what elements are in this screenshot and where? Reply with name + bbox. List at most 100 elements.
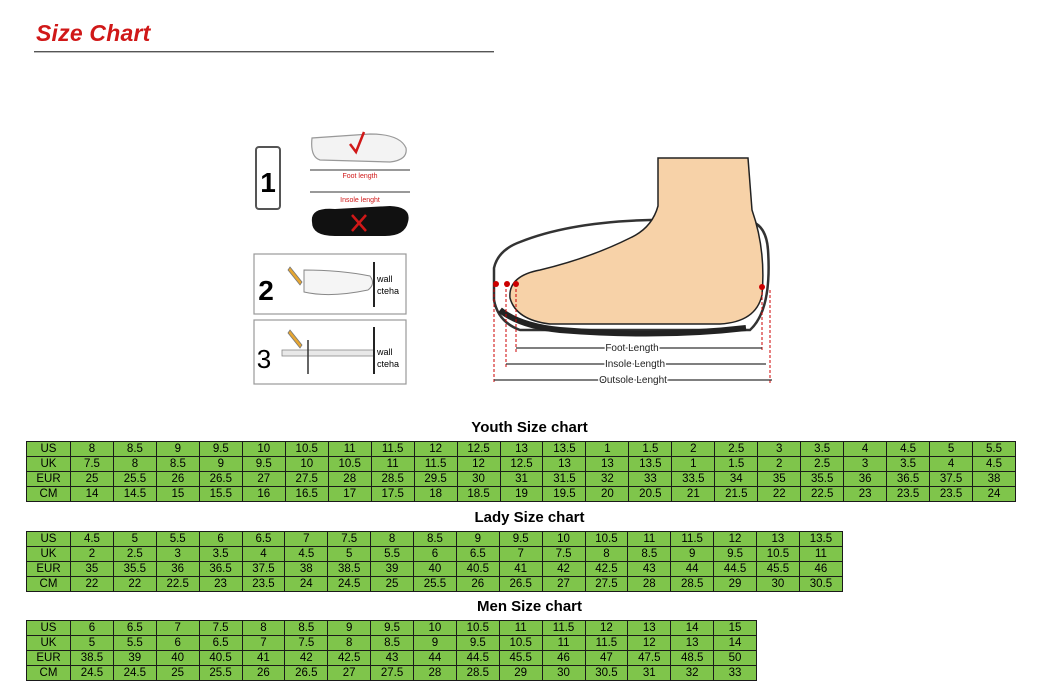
size-cell: 11.5 [670,531,715,547]
size-cell: 14 [713,635,757,651]
size-cell: 20 [585,486,630,502]
size-cell: 30 [456,471,501,487]
size-cell: 13 [585,456,630,472]
size-cell: 45.5 [756,561,800,577]
size-cell: 19 [499,486,544,502]
size-cell: 2 [671,441,716,457]
size-cell: 32 [585,471,630,487]
size-cell: 46 [541,650,586,666]
size-cell: 22 [112,576,157,592]
size-cell: 5.5 [112,635,157,651]
size-cell: 24 [972,486,1016,502]
size-cell: 33 [713,665,757,681]
size-cell: 6 [198,531,243,547]
size-cell: 24 [284,576,329,592]
size-cell: 8.5 [627,546,672,562]
pencil-icon [287,266,303,286]
size-cell: 22.5 [800,486,845,502]
size-cell: 9 [413,635,457,651]
size-cell: 36 [843,471,888,487]
size-cell: 14.5 [112,486,157,502]
size-cell: 27.5 [370,665,414,681]
size-cell: 5 [929,441,974,457]
size-cell: 11 [798,546,844,562]
size-cell: 4.5 [886,441,931,457]
size-cell: 10 [241,441,286,457]
size-cell: 9 [198,456,243,472]
wall-label: wall [376,274,393,284]
size-cell: 25 [70,471,114,487]
size-cell: 11.5 [413,456,458,472]
size-cell: 3.5 [886,456,931,472]
step-1-box [255,146,281,210]
size-cell: 4.5 [70,531,114,547]
size-cell: 7.5 [327,531,372,547]
size-cell: 10 [413,620,457,636]
size-cell: 38 [284,561,329,577]
size-cell: 11 [498,620,543,636]
ruler-icon [281,349,375,357]
size-cell: 48.5 [670,650,715,666]
size-cell: 31.5 [542,471,587,487]
size-cell: 10.5 [584,531,629,547]
size-cell: 2.5 [800,456,845,472]
size-cell: 9.5 [498,531,543,547]
size-cell: 23.5 [929,486,974,502]
size-cell: 11.5 [370,441,415,457]
size-cell: 9.5 [370,620,414,636]
size-cell: 27 [241,471,286,487]
size-cell: 10.5 [756,546,800,562]
foot-side-icon [303,269,374,296]
shoe-outsole-length-label: Outsole Lenght [599,375,667,386]
size-cell: 13 [627,620,672,636]
size-cell: 17 [327,486,372,502]
size-cell: 25 [370,576,414,592]
size-cell: 5 [112,531,157,547]
size-cell: 39 [112,650,157,666]
size-cell: 11 [627,531,672,547]
size-cell: 35 [70,561,114,577]
size-cell: 43 [627,561,672,577]
size-cell: 22 [757,486,802,502]
size-cell: 26.5 [498,576,543,592]
size-cell: 12.5 [499,456,544,472]
size-cell: 27 [541,576,586,592]
men-size-title: Men Size chart [476,598,583,615]
foot-length-label: Foot length [342,173,377,180]
size-cell: 34 [714,471,759,487]
size-cell: 8.5 [155,456,200,472]
size-cell: 12 [413,441,458,457]
size-cell: 25 [155,665,200,681]
wall-sublabel: cteha [377,286,399,296]
insole-length-label: Insole lenght [340,197,380,204]
row-label: EUR [26,650,71,666]
row-label: UK [26,635,71,651]
size-cell: 24.5 [327,576,372,592]
size-cell: 4.5 [284,546,329,562]
size-cell: 16 [241,486,286,502]
size-cell: 33 [628,471,673,487]
size-cell: 2.5 [714,441,759,457]
row-label: US [26,441,71,457]
size-cell: 12 [456,456,501,472]
size-cell: 28 [327,471,372,487]
size-cell: 3.5 [198,546,243,562]
size-cell: 10.5 [455,620,500,636]
marker-insole [504,281,510,287]
size-cell: 27 [327,665,372,681]
size-cell: 9 [455,531,500,547]
size-cell: 24.5 [112,665,157,681]
size-cell: 7.5 [541,546,586,562]
size-cell: 44.5 [713,561,757,577]
size-cell: 41 [241,650,286,666]
size-cell: 42 [284,650,329,666]
size-cell: 7 [241,635,286,651]
size-cell: 6 [155,635,200,651]
